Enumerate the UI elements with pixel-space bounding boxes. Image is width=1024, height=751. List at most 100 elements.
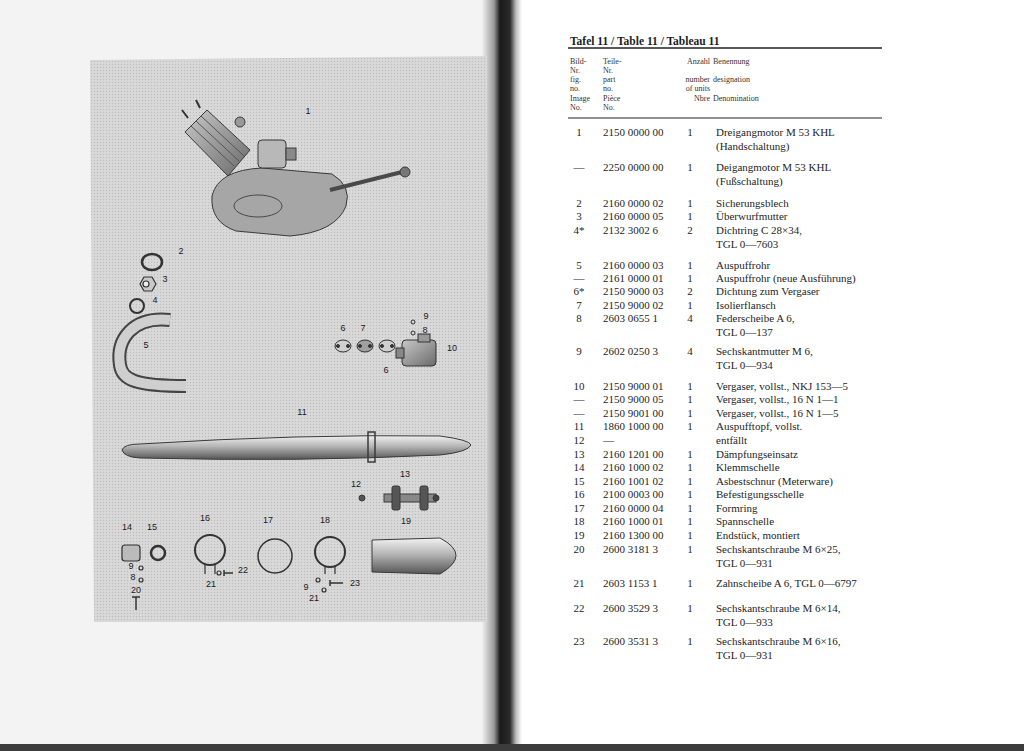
column-header: Teile- Nr. — [603, 57, 624, 75]
carburettor-parts-part — [357, 340, 373, 352]
quantity: 1 — [687, 487, 693, 501]
callout-number: 13 — [400, 469, 410, 479]
engine-picture-part — [330, 172, 402, 190]
engine-picture-part — [212, 168, 348, 236]
small-parts-top-part — [130, 299, 144, 313]
quantity: 2 — [687, 284, 693, 298]
exhaust-pipe-part — [119, 320, 186, 386]
engine-picture-part — [182, 100, 200, 118]
callout-number: 19 — [401, 516, 411, 526]
page-ground-part — [0, 0, 500, 751]
callout-number: 22 — [238, 565, 248, 575]
carburettor-parts-part — [379, 340, 395, 352]
part-designation: Dichtung zum Vergaser — [716, 284, 819, 298]
column-header: Pièce No. — [603, 94, 623, 112]
figure-number: 22 — [574, 601, 585, 615]
exhaust-pipe-part — [119, 320, 186, 386]
part-designation: Deigangmotor M 53 KHL (Fußschaltung) — [716, 160, 834, 188]
quantity: 1 — [687, 528, 693, 542]
clamps-and-screws-part — [322, 588, 326, 592]
part-designation: Dichtring C 28×34, TGL 0—7603 — [716, 223, 804, 251]
clamps-and-screws-part — [217, 571, 221, 575]
callout-number: 8 — [422, 325, 427, 335]
column-header: Denomination — [713, 94, 759, 103]
callout-number: 5 — [143, 340, 148, 350]
figure-number: 11 — [574, 419, 585, 433]
page-ground-part — [500, 0, 1024, 751]
column-header: number of units — [683, 75, 710, 93]
figure-number: 4* — [574, 223, 585, 237]
column-header: designation — [713, 75, 750, 84]
quantity: 1 — [687, 392, 693, 406]
callout-number: 15 — [147, 522, 157, 532]
carburettor-parts-part — [411, 331, 415, 335]
column-header: Image No. — [570, 94, 592, 112]
part-number: 2160 0000 05 — [603, 209, 664, 223]
quantity: 1 — [687, 379, 693, 393]
figure-number: 12 — [574, 433, 585, 447]
carburettor-parts-part — [391, 345, 394, 348]
clamps-and-screws-part — [122, 545, 140, 561]
figure-number: 15 — [574, 474, 585, 488]
part-designation: Überwurfmutter — [716, 209, 787, 223]
callout-number: 10 — [447, 343, 457, 353]
clamps-and-screws-part — [315, 537, 345, 567]
carburettor-parts-part — [396, 348, 404, 358]
quantity: 1 — [687, 634, 693, 648]
column-header: fig. no. — [570, 75, 583, 93]
part-number: 2250 0000 00 — [603, 160, 664, 174]
small-parts-top-part — [140, 277, 156, 291]
figure-number: 18 — [574, 514, 585, 528]
quantity: 1 — [687, 196, 693, 210]
part-designation: Spannschelle — [716, 514, 774, 528]
table-rules-part — [568, 47, 882, 49]
part-number: 2132 3002 6 — [603, 223, 658, 237]
part-designation: Asbestschnur (Meterware) — [716, 474, 833, 488]
callout-number: 4 — [152, 295, 157, 305]
part-number: 2600 3181 3 — [603, 542, 658, 556]
engine-picture-part — [286, 148, 296, 160]
part-designation: Befestigungsschelle — [716, 487, 804, 501]
table-rules — [568, 48, 882, 118]
clamps-and-screws-part — [139, 578, 143, 582]
figure-number: 19 — [574, 528, 585, 542]
part-number: 2600 3531 3 — [603, 634, 658, 648]
part-designation: Vergaser, vollst., 16 N 1—5 — [716, 406, 838, 420]
part-designation: entfällt — [716, 433, 747, 447]
callout-number: 18 — [320, 515, 330, 525]
quantity: 1 — [687, 601, 693, 615]
quantity: 1 — [687, 160, 693, 174]
clamps-and-screws-part — [151, 546, 165, 560]
callout-number: 8 — [130, 572, 135, 582]
figure-number: 2 — [576, 196, 582, 210]
figure-number: — — [574, 160, 585, 174]
exhaust-pipe — [119, 320, 186, 386]
silencer-part — [368, 432, 375, 462]
carburettor-parts-part — [381, 345, 384, 348]
clamps-and-screws-part — [195, 535, 225, 565]
quantity: 4 — [687, 344, 693, 358]
silencer-part — [433, 495, 439, 501]
part-number: 2150 9000 02 — [603, 298, 664, 312]
callout-number: 16 — [200, 513, 210, 523]
part-designation: Sechskantschraube M 6×16, TGL 0—931 — [716, 634, 843, 662]
column-header: Bild- Nr. — [570, 57, 589, 75]
silencer — [122, 432, 471, 574]
quantity: 1 — [687, 298, 693, 312]
table-title: Tafel 11 / Table 11 / Tableau 11 — [570, 34, 719, 48]
part-number: 2602 0250 3 — [603, 344, 658, 358]
figure-number: 8 — [576, 311, 582, 325]
part-number: 2160 0000 03 — [603, 258, 664, 272]
figure-number: 9 — [576, 344, 582, 358]
figure-number: 5 — [576, 258, 582, 272]
part-number: 2160 0000 04 — [603, 501, 664, 515]
figure-number: 1 — [576, 125, 582, 139]
figure-number: 13 — [574, 447, 585, 461]
photo-plate-part — [90, 56, 487, 622]
quantity: 1 — [687, 447, 693, 461]
part-designation: Dreigangmotor M 53 KHL (Handschaltung) — [716, 125, 837, 153]
part-designation: Auspuffrohr — [716, 258, 770, 272]
quantity: 4 — [687, 311, 693, 325]
